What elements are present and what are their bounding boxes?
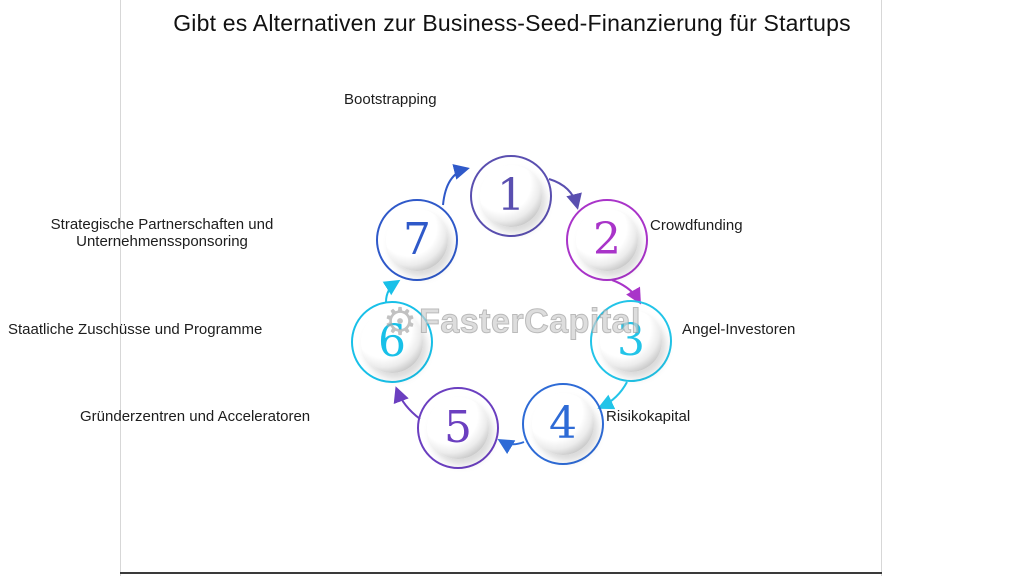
node-5-circle: 5 — [417, 387, 499, 469]
node-3-sphere — [600, 310, 662, 372]
right-border-line — [881, 0, 882, 576]
node-6-circle: 6 — [351, 301, 433, 383]
node-label-strategische-partnerschaften: Strategische Partnerschaften und Unterne… — [50, 216, 274, 250]
arrow-1-to-2 — [548, 178, 582, 210]
arrow-5-to-6 — [393, 386, 421, 420]
node-7-number: 7 — [403, 214, 431, 265]
diagram-title: Gibt es Alternativen zur Business-Seed-F… — [173, 10, 851, 36]
node-5-number: 5 — [444, 402, 472, 453]
arrow-6-to-7 — [382, 279, 401, 303]
node-7-circle: 7 — [376, 199, 458, 281]
arrow-7-to-1 — [442, 164, 470, 206]
node-3-circle: 3 — [590, 300, 672, 382]
node-1-number: 1 — [497, 170, 525, 221]
arrow-2-to-3 — [611, 279, 641, 305]
node-4-number: 4 — [549, 398, 577, 449]
node-6-number: 6 — [378, 316, 406, 367]
left-border-line — [120, 0, 121, 576]
node-2-sphere — [576, 209, 638, 271]
node-label-staatliche-zuschuesse: Staatliche Zuschüsse und Programme — [8, 321, 263, 338]
node-6-sphere — [361, 311, 423, 373]
node-label-angel-investoren: Angel-Investoren — [682, 321, 796, 338]
node-label-bootstrapping: Bootstrapping — [344, 91, 437, 108]
node-3-number: 3 — [617, 315, 645, 366]
node-label-crowdfunding: Crowdfunding — [650, 217, 743, 234]
node-label-risikokapital: Risikokapital — [606, 408, 691, 425]
node-1-circle: 1 — [470, 155, 552, 237]
node-2-circle: 2 — [566, 199, 648, 281]
bottom-border-line — [120, 572, 882, 574]
arrow-4-to-5 — [497, 438, 525, 455]
node-label-gruenderzentren: Gründerzentren und Acceleratoren — [80, 408, 311, 425]
node-7-sphere — [386, 209, 448, 271]
node-1-sphere — [480, 165, 542, 227]
node-4-circle: 4 — [522, 383, 604, 465]
node-2-number: 2 — [593, 214, 621, 265]
arrow-3-to-4 — [597, 381, 628, 410]
node-4-sphere — [532, 393, 594, 455]
node-5-sphere — [427, 397, 489, 459]
